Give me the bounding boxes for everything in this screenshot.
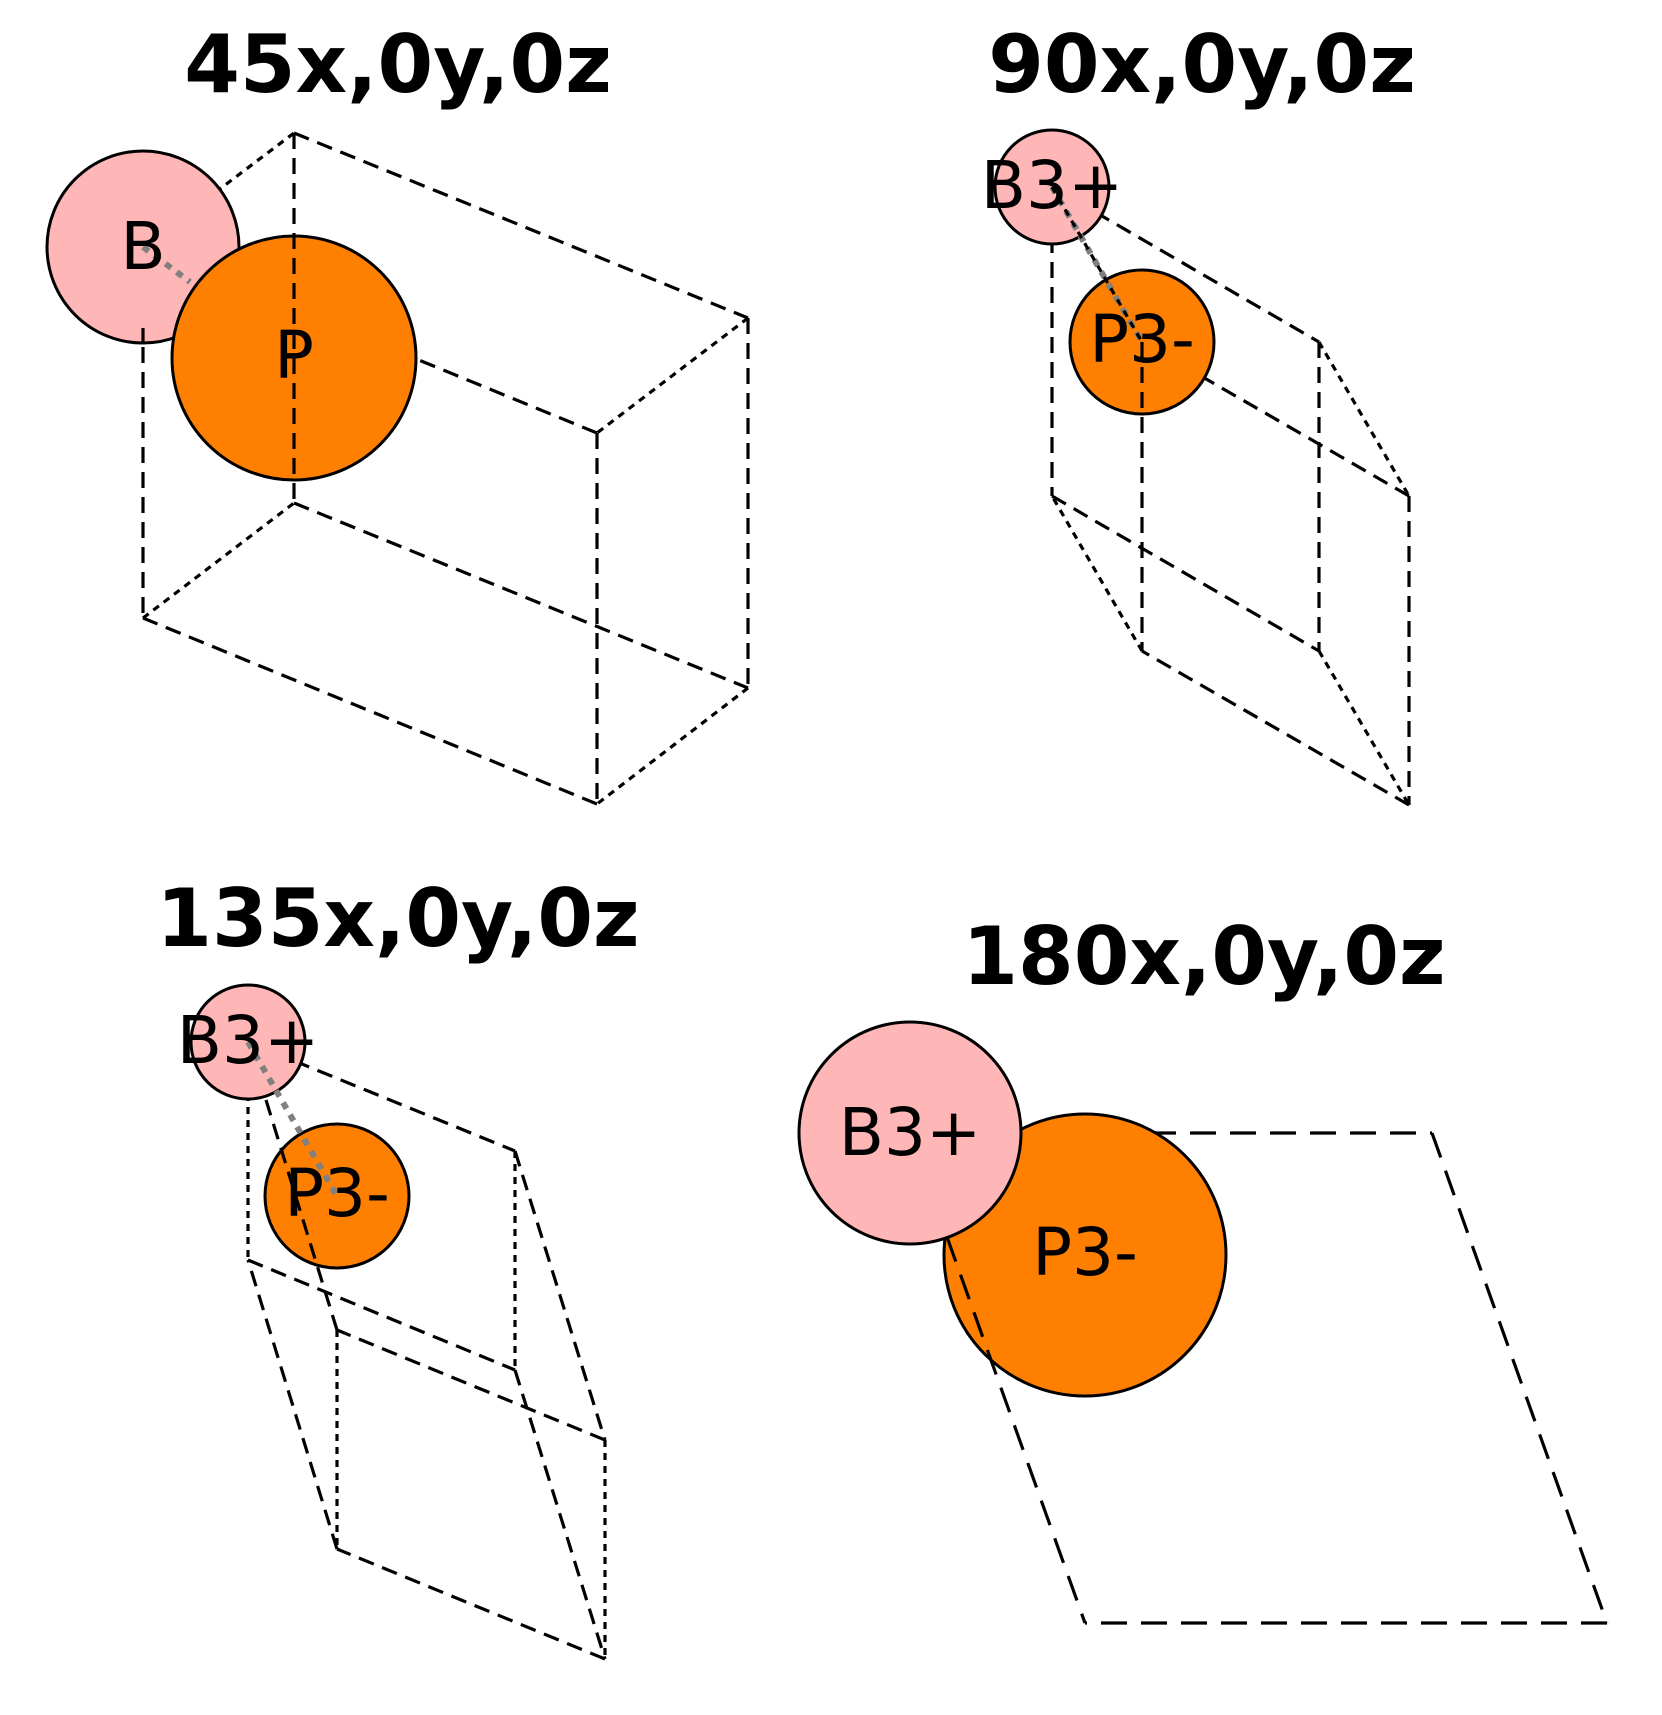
phosphorus-label: P3-: [284, 1155, 390, 1232]
cell-edge: [142, 501, 295, 620]
panel-45x: 45x,0y,0z B P: [45, 18, 750, 806]
cell-edge: [336, 1547, 606, 1661]
panel-title: 180x,0y,0z: [962, 910, 1445, 1003]
panel-title: 45x,0y,0z: [184, 18, 612, 111]
cell-edge: [1430, 1132, 1609, 1624]
cell-edge: [247, 1040, 516, 1153]
cell-edge: [596, 686, 749, 806]
panel-135x: 135x,0y,0z B3+ P3-: [156, 872, 640, 1661]
unit-cell: [246, 1040, 607, 1661]
phosphorus-label: P: [274, 317, 314, 394]
cell-edge: [1051, 494, 1320, 653]
cell-edge: [1050, 495, 1144, 652]
boron-label: B: [120, 208, 165, 285]
cell-edge: [1317, 341, 1411, 497]
panel-180x: 180x,0y,0z B3+ P3-: [797, 910, 1609, 1625]
bond-line: [141, 244, 192, 285]
phosphorus-label: P3-: [1032, 1214, 1138, 1291]
cell-edge: [246, 1259, 339, 1550]
phosphorus-atom: [263, 1122, 411, 1270]
phosphorus-atom: [942, 1112, 1228, 1398]
cell-edge: [513, 1150, 607, 1441]
cell-edge: [247, 1258, 516, 1372]
cell-edge: [293, 131, 749, 320]
cell-edge: [264, 1099, 339, 1331]
cell-edge: [1141, 649, 1410, 807]
phosphorus-label: P3-: [1089, 301, 1195, 378]
cell-edge: [945, 1236, 1087, 1624]
cell-edge: [142, 616, 598, 806]
panel-title: 90x,0y,0z: [988, 18, 1416, 111]
cell-edge: [1050, 186, 1144, 343]
boron-label: B3+: [839, 1094, 982, 1171]
cell-edge: [513, 1369, 607, 1660]
cell-edge: [1317, 650, 1411, 806]
boron-label: B3+: [981, 147, 1124, 224]
cell-edge: [596, 316, 749, 435]
cell-edge: [336, 1328, 606, 1442]
panel-title: 135x,0y,0z: [156, 872, 639, 965]
boron-label: B3+: [177, 1002, 320, 1079]
bond-line: [245, 1040, 340, 1198]
panel-90x: 90x,0y,0z B3+ P3-: [981, 18, 1416, 807]
cell-edge: [293, 501, 749, 690]
boron-atom: [797, 1020, 1023, 1246]
